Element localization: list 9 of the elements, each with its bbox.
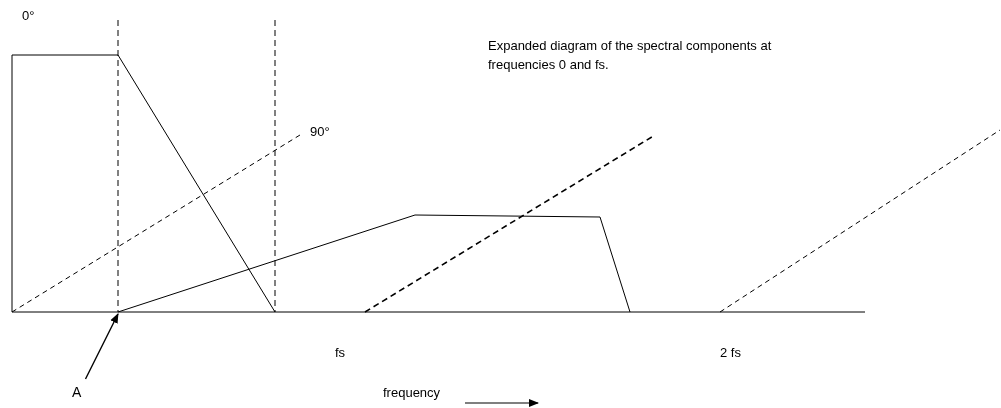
angle-label: 0° xyxy=(22,7,35,25)
spectrum-line xyxy=(117,214,631,313)
leader-arrow xyxy=(84,313,119,380)
axis-label: frequency xyxy=(383,384,441,402)
note-text: Expanded diagram of the spectral components at frequencies 0 and fs. xyxy=(488,37,773,74)
angle-label: 90° xyxy=(310,123,330,141)
callout-letter: A xyxy=(72,383,86,401)
axis-tick-label: 2 fs xyxy=(720,344,741,362)
axis-tick-label: fs xyxy=(335,344,346,362)
